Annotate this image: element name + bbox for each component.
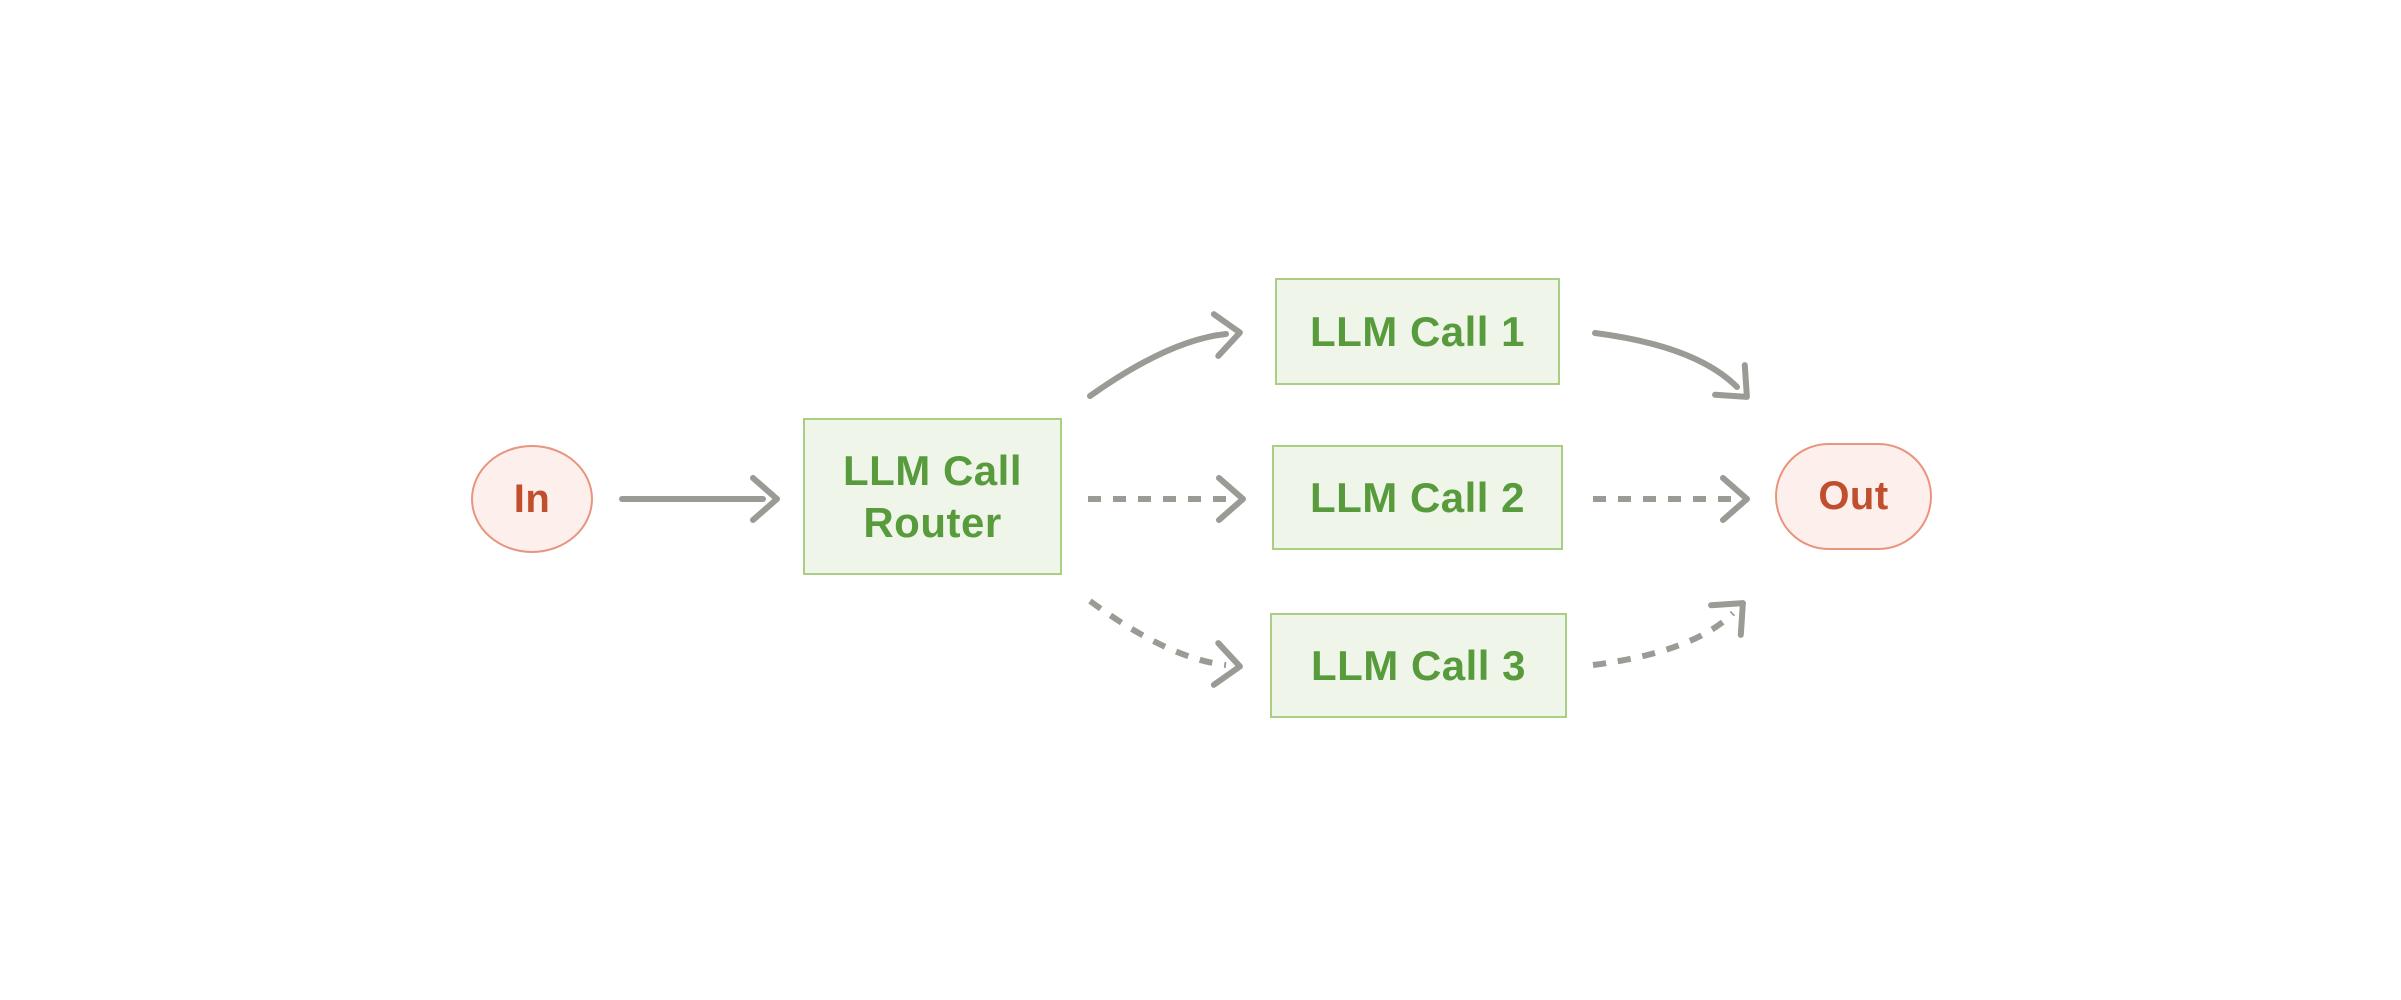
node-llm-call-1-label: LLM Call 1 [1309, 307, 1526, 355]
edge-call1-to-out [1592, 330, 1750, 400]
node-in: In [471, 445, 593, 553]
node-llm-call-router-label-line2: Router [863, 498, 1002, 546]
node-llm-call-router: LLM Call Router [803, 418, 1062, 575]
node-in-label: In [513, 476, 551, 521]
edge-router-to-call3 [1088, 598, 1243, 688]
edge-call3-to-out [1592, 600, 1746, 668]
node-out-label: Out [1818, 474, 1889, 518]
node-llm-call-3: LLM Call 3 [1270, 613, 1567, 718]
node-out: Out [1775, 443, 1932, 550]
node-llm-call-2-label: LLM Call 2 [1309, 473, 1526, 521]
node-llm-call-2: LLM Call 2 [1272, 445, 1563, 550]
node-llm-call-3-label: LLM Call 3 [1310, 641, 1527, 689]
node-llm-call-1: LLM Call 1 [1275, 278, 1560, 385]
node-llm-call-router-label-line1: LLM Call [843, 446, 1022, 494]
edge-router-to-call1 [1087, 311, 1243, 399]
